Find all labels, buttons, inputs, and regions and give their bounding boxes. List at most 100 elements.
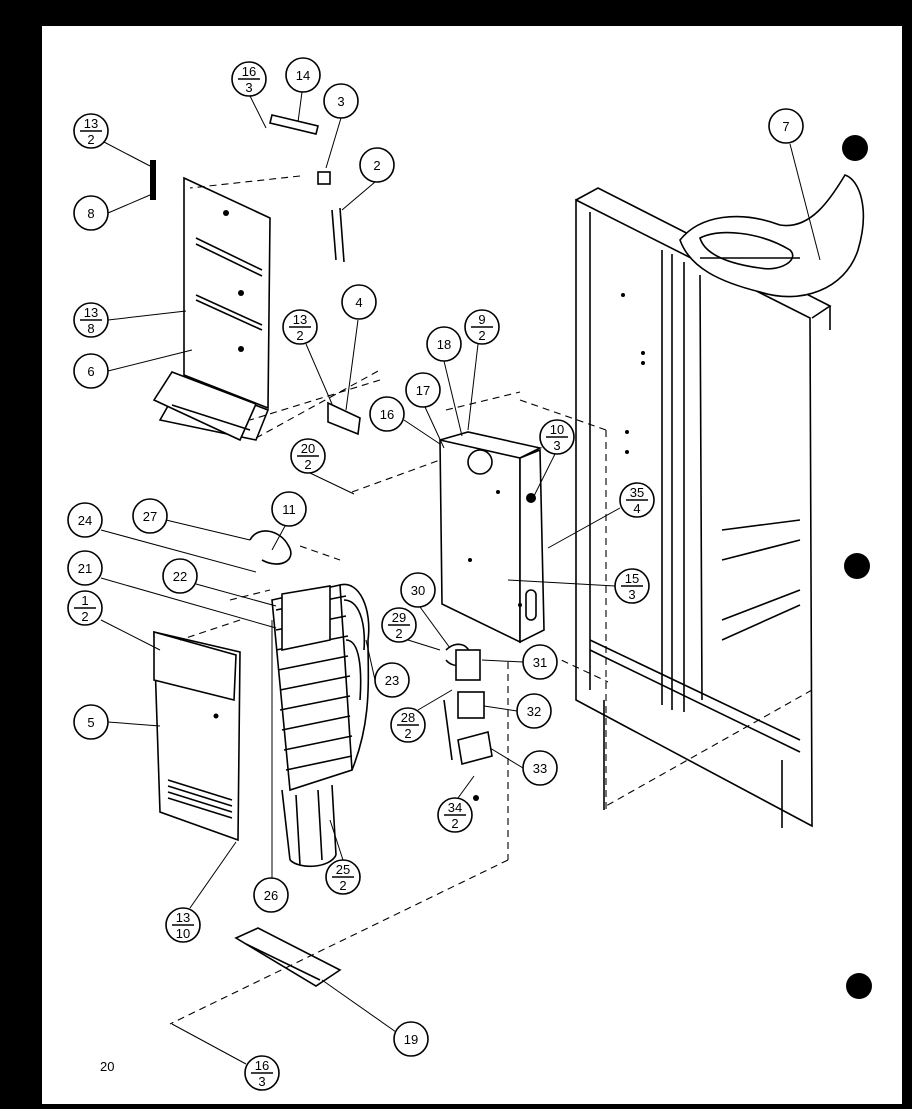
fan-motor-parts xyxy=(443,643,493,801)
callout-circle xyxy=(400,572,436,608)
callout-number: 16 xyxy=(242,64,256,79)
fan-housing xyxy=(439,431,545,644)
callout-circle xyxy=(162,558,198,594)
callout-circle xyxy=(516,693,552,729)
callout-c33: 33 xyxy=(522,750,558,786)
callout-number: 19 xyxy=(404,1032,418,1047)
callout-number: 2 xyxy=(373,158,380,173)
callout-c7: 7 xyxy=(768,108,804,144)
callout-number: 21 xyxy=(78,561,92,576)
callout-quantity: 4 xyxy=(633,501,640,516)
callout-c23: 22 xyxy=(162,558,198,594)
callout-c13: 6 xyxy=(73,353,109,389)
callout-quantity: 3 xyxy=(628,587,635,602)
top-cover-part xyxy=(679,174,865,298)
callout-c24: 153 xyxy=(614,568,650,604)
callout-circle xyxy=(285,57,321,93)
binder-hole-top xyxy=(842,135,868,161)
callout-number: 22 xyxy=(173,569,187,584)
callout-number: 9 xyxy=(478,312,485,327)
callout-number: 24 xyxy=(78,513,92,528)
callout-number: 10 xyxy=(550,422,564,437)
callout-c29: 23 xyxy=(374,662,410,698)
callout-circle xyxy=(369,396,405,432)
callout-quantity: 2 xyxy=(404,726,411,741)
callout-quantity: 3 xyxy=(553,438,560,453)
callout-circle xyxy=(67,550,103,586)
callout-c26: 12 xyxy=(67,590,103,626)
callout-c11: 92 xyxy=(464,309,500,345)
evaporator-cover xyxy=(153,630,241,842)
callout-circle xyxy=(73,353,109,389)
callout-c21: 24 xyxy=(67,502,103,538)
callout-number: 17 xyxy=(416,383,430,398)
callout-labels: 1631431322874138132921861716103202354112… xyxy=(67,57,804,1091)
callout-number: 15 xyxy=(625,571,639,586)
callout-circle xyxy=(393,1021,429,1057)
callout-quantity: 3 xyxy=(258,1074,265,1089)
callout-number: 25 xyxy=(336,862,350,877)
callout-quantity: 2 xyxy=(395,626,402,641)
binder-hole-middle xyxy=(844,553,870,579)
callout-circle xyxy=(405,372,441,408)
callout-c14: 17 xyxy=(405,372,441,408)
callout-circle xyxy=(768,108,804,144)
callout-number: 11 xyxy=(282,502,296,517)
callout-number: 18 xyxy=(437,337,451,352)
callout-c9: 138 xyxy=(73,302,109,338)
callout-number: 13 xyxy=(176,910,190,925)
callout-c6: 8 xyxy=(73,195,109,231)
callout-c4: 132 xyxy=(73,113,109,149)
callout-number: 13 xyxy=(84,305,98,320)
callout-number: 7 xyxy=(782,119,789,134)
callout-c19: 11 xyxy=(271,491,307,527)
callout-circle xyxy=(73,704,109,740)
callout-circle xyxy=(341,284,377,320)
callout-circle xyxy=(73,195,109,231)
callout-c12: 18 xyxy=(426,326,462,362)
callout-c38: 19 xyxy=(393,1021,429,1057)
callout-c30: 32 xyxy=(516,693,552,729)
callout-c8: 4 xyxy=(341,284,377,320)
callout-c28: 31 xyxy=(522,644,558,680)
callout-c15: 16 xyxy=(369,396,405,432)
callout-circle xyxy=(374,662,410,698)
callout-quantity: 3 xyxy=(245,80,252,95)
callout-c10: 132 xyxy=(282,309,318,345)
callout-number: 28 xyxy=(401,710,415,725)
small-parts-top xyxy=(189,114,381,436)
callout-c17: 202 xyxy=(290,438,326,474)
callout-c18: 354 xyxy=(619,482,655,518)
callout-number: 26 xyxy=(264,888,278,903)
leader-lines xyxy=(100,91,821,1065)
callout-c16: 103 xyxy=(539,419,575,455)
callout-number: 13 xyxy=(84,116,98,131)
callout-c1: 163 xyxy=(231,61,267,97)
callout-circle xyxy=(522,644,558,680)
callout-c31: 282 xyxy=(390,707,426,743)
callout-number: 35 xyxy=(630,485,644,500)
callout-c25: 30 xyxy=(400,572,436,608)
callout-number: 5 xyxy=(87,715,94,730)
callout-circle xyxy=(426,326,462,362)
binder-hole-bottom xyxy=(846,973,872,999)
callout-number: 23 xyxy=(385,673,399,688)
callout-number: 20 xyxy=(301,441,315,456)
callout-c34: 342 xyxy=(437,797,473,833)
callout-quantity: 8 xyxy=(87,321,94,336)
smudge-mark xyxy=(17,490,27,500)
callout-number: 4 xyxy=(355,295,362,310)
callout-quantity: 2 xyxy=(478,328,485,343)
air-duct-panel xyxy=(150,160,271,442)
callout-circle xyxy=(323,83,359,119)
callout-circle xyxy=(522,750,558,786)
callout-c2: 14 xyxy=(285,57,321,93)
callout-c20: 27 xyxy=(132,498,168,534)
callout-quantity: 2 xyxy=(296,328,303,343)
callout-c5: 2 xyxy=(359,147,395,183)
callout-number: 31 xyxy=(533,655,547,670)
callout-quantity: 2 xyxy=(451,816,458,831)
callout-number: 16 xyxy=(255,1058,269,1073)
callout-circle xyxy=(271,491,307,527)
